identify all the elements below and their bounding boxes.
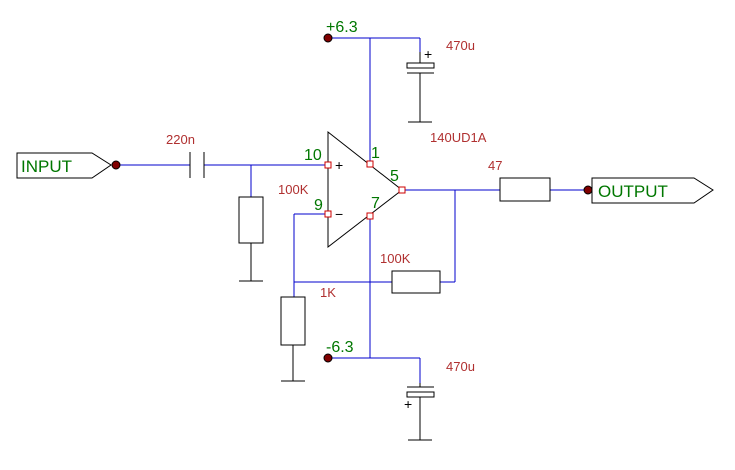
negative-supply-node bbox=[323, 353, 333, 363]
bottom-capacitor-value: 470u bbox=[446, 359, 475, 374]
pin-marker bbox=[398, 186, 406, 194]
opamp-part-number: 140UD1A bbox=[430, 130, 487, 145]
input-port-label: INPUT bbox=[21, 157, 72, 176]
input-resistor-value: 100K bbox=[278, 182, 309, 197]
capacitor-positive-plate bbox=[406, 62, 435, 69]
output-port-label: OUTPUT bbox=[598, 182, 668, 201]
pin-9-label: 9 bbox=[314, 197, 323, 214]
opamp-minus-sign: − bbox=[335, 206, 343, 222]
positive-supply-node bbox=[323, 33, 333, 43]
output-port-flag bbox=[591, 177, 714, 204]
top-capacitor-value: 470u bbox=[446, 38, 475, 53]
input-resistor bbox=[238, 196, 264, 244]
wires bbox=[116, 37, 588, 383]
pin-marker bbox=[366, 160, 374, 168]
ground-leads bbox=[239, 78, 432, 441]
opamp-plus-sign: + bbox=[335, 157, 343, 173]
feedback-resistor bbox=[391, 270, 441, 294]
bottom-capacitor bbox=[406, 383, 435, 403]
ground-resistor bbox=[280, 296, 306, 346]
pin-7-label: 7 bbox=[371, 195, 380, 212]
top-capacitor bbox=[406, 52, 435, 78]
pin-marker bbox=[324, 161, 332, 169]
top-capacitor-polarity: + bbox=[424, 46, 432, 62]
pin-marker bbox=[324, 210, 332, 218]
opamp: + − bbox=[324, 130, 406, 249]
ground-resistor-value: 1K bbox=[320, 285, 336, 300]
pin-1-label: 1 bbox=[371, 145, 380, 162]
opamp-triangle bbox=[327, 130, 403, 249]
positive-supply-label: +6.3 bbox=[326, 19, 358, 36]
output-port bbox=[583, 177, 714, 204]
input-node bbox=[111, 160, 121, 170]
negative-supply-label: -6.3 bbox=[326, 339, 354, 356]
pin-5-label: 5 bbox=[390, 168, 399, 185]
pin-10-label: 10 bbox=[304, 147, 322, 164]
output-resistor bbox=[499, 177, 551, 202]
input-port bbox=[16, 152, 121, 179]
input-capacitor bbox=[189, 152, 205, 178]
input-capacitor-value: 220n bbox=[166, 132, 195, 147]
bottom-capacitor-polarity: + bbox=[404, 396, 412, 412]
input-port-flag bbox=[16, 152, 112, 179]
pin-marker bbox=[366, 212, 374, 220]
feedback-resistor-value: 100K bbox=[380, 251, 411, 266]
output-resistor-value: 47 bbox=[488, 158, 502, 173]
output-node bbox=[583, 185, 593, 195]
